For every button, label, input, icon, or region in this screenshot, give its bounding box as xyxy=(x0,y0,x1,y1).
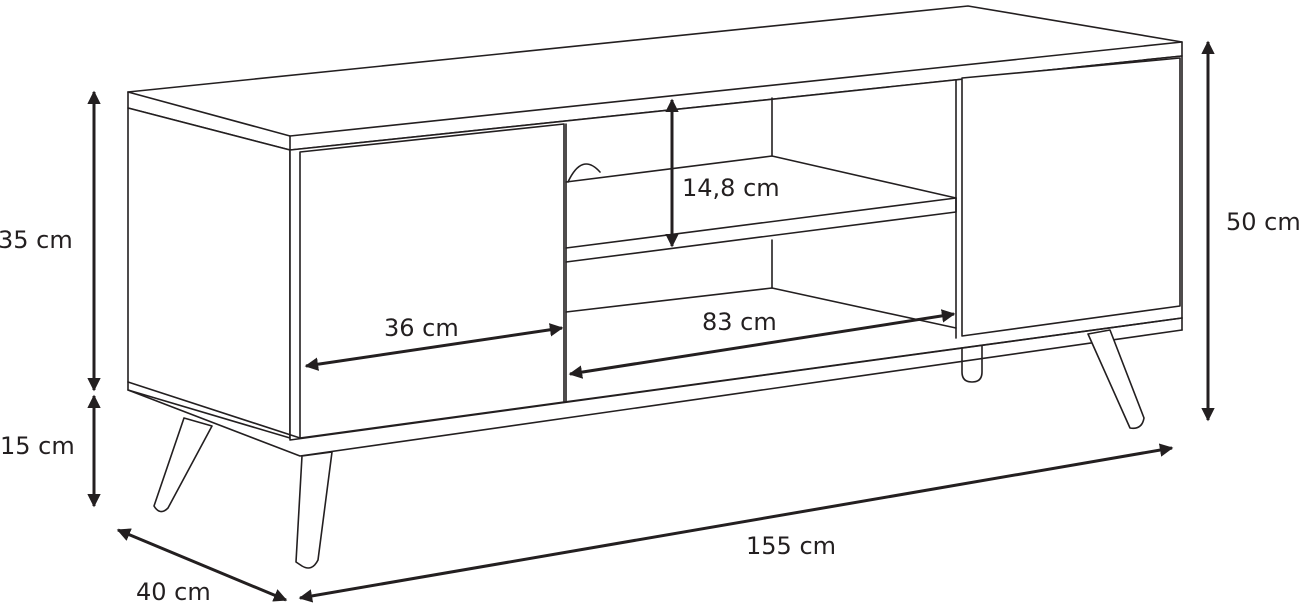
arrow-total-width xyxy=(298,443,1174,603)
dimension-labels: 35 cm 15 cm 50 cm 14,8 cm 36 cm 83 cm 15… xyxy=(0,174,1301,606)
left-door xyxy=(299,123,565,439)
label-total-width: 155 cm xyxy=(746,532,836,560)
label-shelf-width: 83 cm xyxy=(702,308,777,336)
arrow-depth xyxy=(116,528,288,602)
label-total-height: 50 cm xyxy=(1226,208,1301,236)
dimension-arrows xyxy=(87,40,1215,603)
right-door xyxy=(961,57,1181,337)
label-depth: 40 cm xyxy=(136,578,211,606)
label-shelf-height: 14,8 cm xyxy=(682,174,780,202)
arrow-shelf-width xyxy=(568,309,956,379)
label-door-width: 36 cm xyxy=(384,314,459,342)
arrow-door-width xyxy=(304,323,564,371)
label-body-height: 35 cm xyxy=(0,226,73,254)
label-leg-height: 15 cm xyxy=(0,432,75,460)
